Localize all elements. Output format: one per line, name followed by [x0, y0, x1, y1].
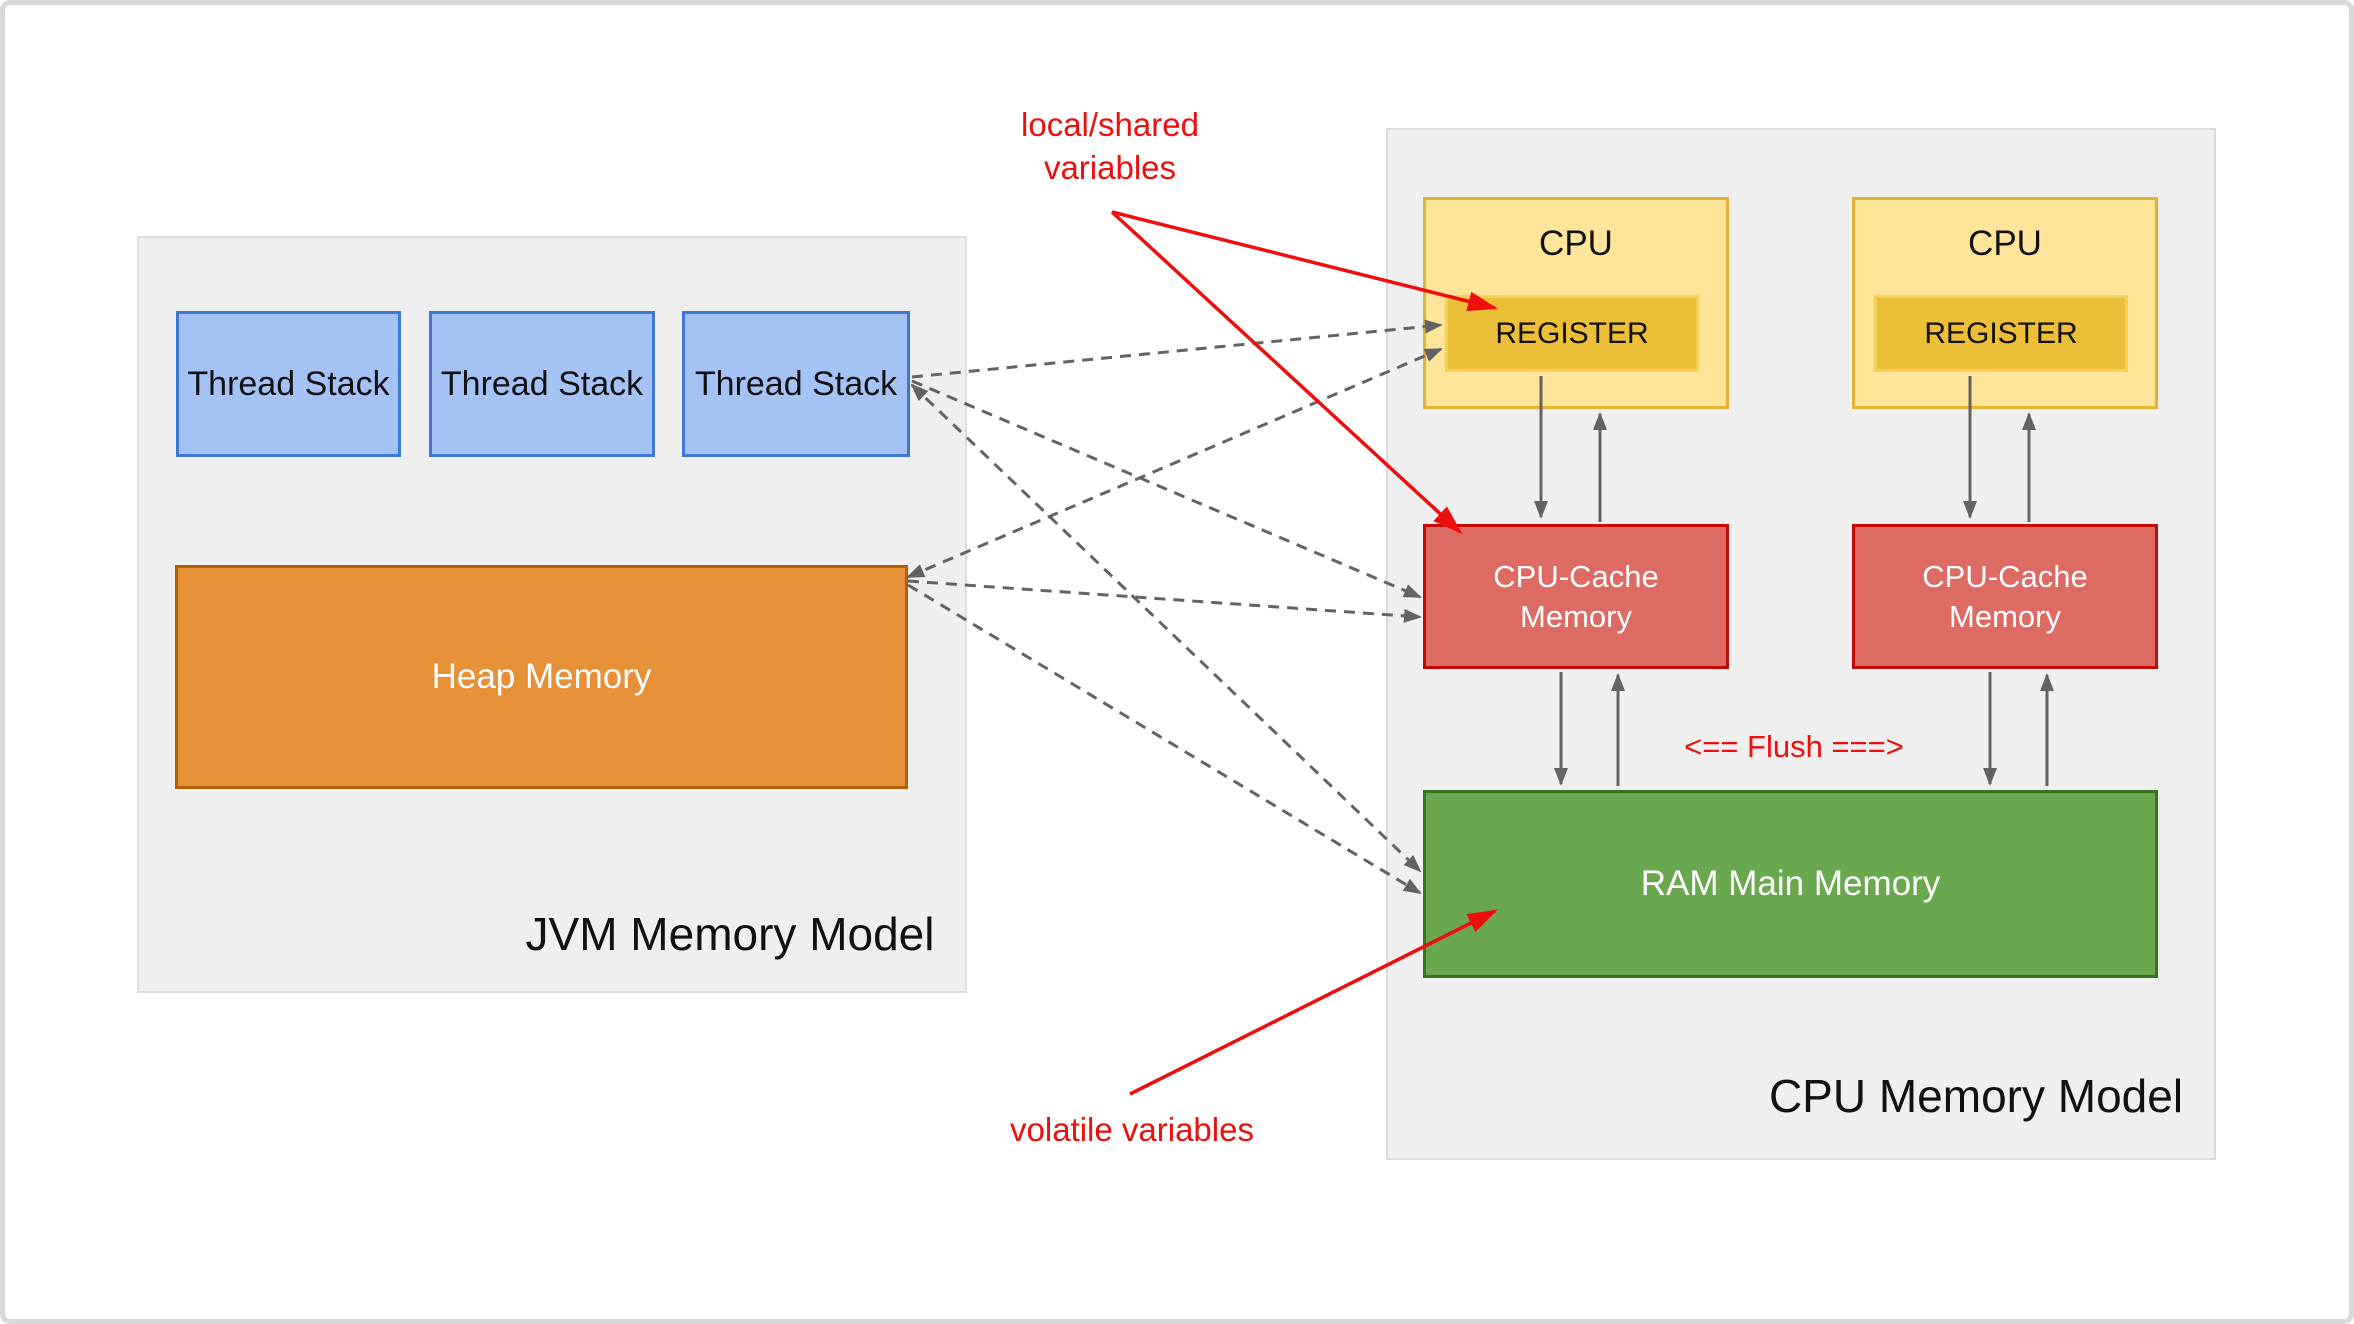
- flush-annotation: <== Flush ===>: [1684, 729, 1904, 764]
- dashed-arrow-heap-to-cache: [907, 579, 1422, 623]
- ram-main-memory-box: RAM Main Memory: [1423, 790, 2158, 978]
- thread-stack-3: Thread Stack: [682, 311, 910, 457]
- dashed-arrow-heap-to-ram: [907, 583, 1422, 895]
- jvm-panel-title: JVM Memory Model: [525, 908, 935, 960]
- thread-stack-1-label: Thread Stack: [187, 365, 390, 403]
- dashed-arrow-stack-to-ram: [910, 383, 1422, 873]
- dashed-arrow-stack-to-cache: [911, 379, 1422, 599]
- cpu-cache-box-2: CPU-Cache Memory: [1852, 524, 2158, 669]
- cpu-2-label: CPU: [1968, 224, 2042, 263]
- heap-memory-label: Heap Memory: [431, 657, 652, 696]
- register-2-label: REGISTER: [1924, 316, 2078, 350]
- thread-stack-3-label: Thread Stack: [694, 365, 898, 403]
- cpu-1-label: CPU: [1539, 224, 1613, 263]
- local-shared-variables-note: local/shared variables: [1021, 106, 1199, 186]
- thread-stack-2: Thread Stack: [429, 311, 655, 457]
- ram-label: RAM Main Memory: [1640, 864, 1941, 903]
- dashed-arrow-stack-to-register: [911, 319, 1443, 379]
- thread-stack-1: Thread Stack: [176, 311, 401, 457]
- cpu-cache-2-label: CPU-Cache Memory: [1922, 558, 2088, 634]
- volatile-variables-note: volatile variables: [1010, 1111, 1254, 1148]
- cpu-cache-1-label: CPU-Cache Memory: [1493, 558, 1659, 634]
- cpu-cache-box-1: CPU-Cache Memory: [1423, 524, 1729, 669]
- heap-memory-box: Heap Memory: [175, 565, 908, 789]
- register-box-2: REGISTER: [1874, 295, 2128, 372]
- register-1-label: REGISTER: [1495, 316, 1649, 350]
- thread-stack-2-label: Thread Stack: [440, 365, 644, 403]
- dashed-arrow-heap-to-register: [906, 347, 1443, 579]
- register-box-1: REGISTER: [1445, 295, 1699, 372]
- cpu-panel-title: CPU Memory Model: [1768, 1070, 2184, 1122]
